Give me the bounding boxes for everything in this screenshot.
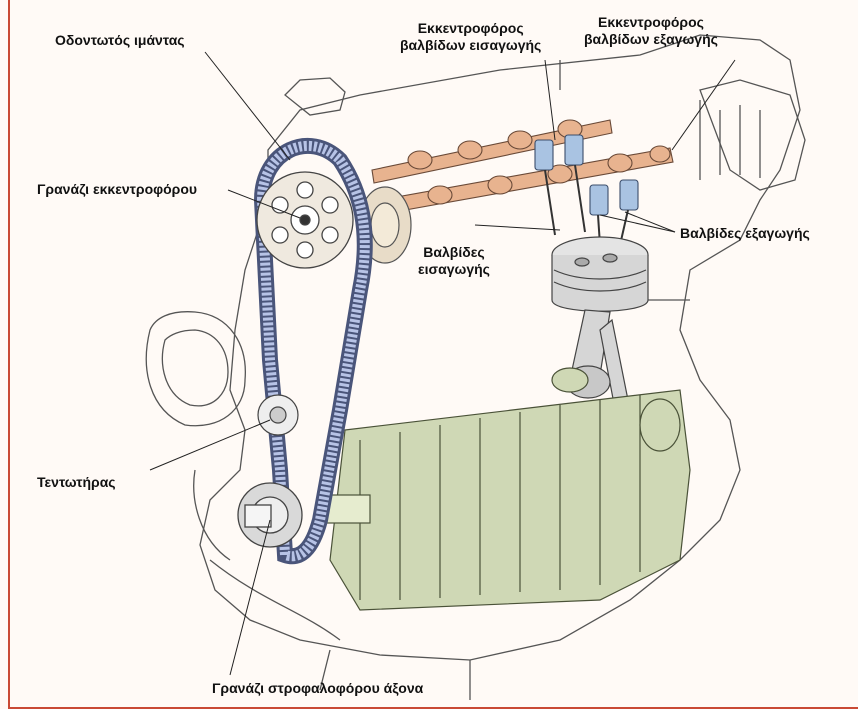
label-intake-camshaft: Εκκεντροφόρος βαλβίδων εισαγωγής [400, 20, 541, 54]
label-intake-valves: Βαλβίδες εισαγωγής [418, 244, 490, 278]
label-camshaft-gear: Γρανάζι εκκεντροφόρου [37, 181, 197, 198]
label-exhaust-camshaft-line2: βαλβίδων εξαγωγής [584, 31, 718, 48]
crankshaft-gear [238, 483, 302, 547]
valve-assembly [535, 135, 638, 245]
label-intake-camshaft-line1: Εκκεντροφόρος [400, 20, 541, 37]
camshaft-gear [257, 172, 353, 268]
crankshaft [320, 368, 690, 610]
label-intake-valves-line2: εισαγωγής [418, 261, 490, 278]
label-exhaust-camshaft: Εκκεντροφόρος βαλβίδων εξαγωγής [584, 14, 718, 48]
label-exhaust-camshaft-line1: Εκκεντροφόρος [584, 14, 718, 31]
label-timing-belt: Οδοντωτός ιμάντας [55, 32, 185, 49]
label-crankshaft-gear: Γρανάζι στροφαλοφόρου άξονα [212, 680, 423, 697]
tensioner-pulley [258, 395, 298, 435]
label-intake-camshaft-line2: βαλβίδων εισαγωγής [400, 37, 541, 54]
label-tensioner: Τεντωτήρας [37, 474, 116, 491]
label-intake-valves-line1: Βαλβίδες [418, 244, 490, 261]
label-exhaust-valves: Βαλβίδες εξαγωγής [680, 225, 810, 242]
